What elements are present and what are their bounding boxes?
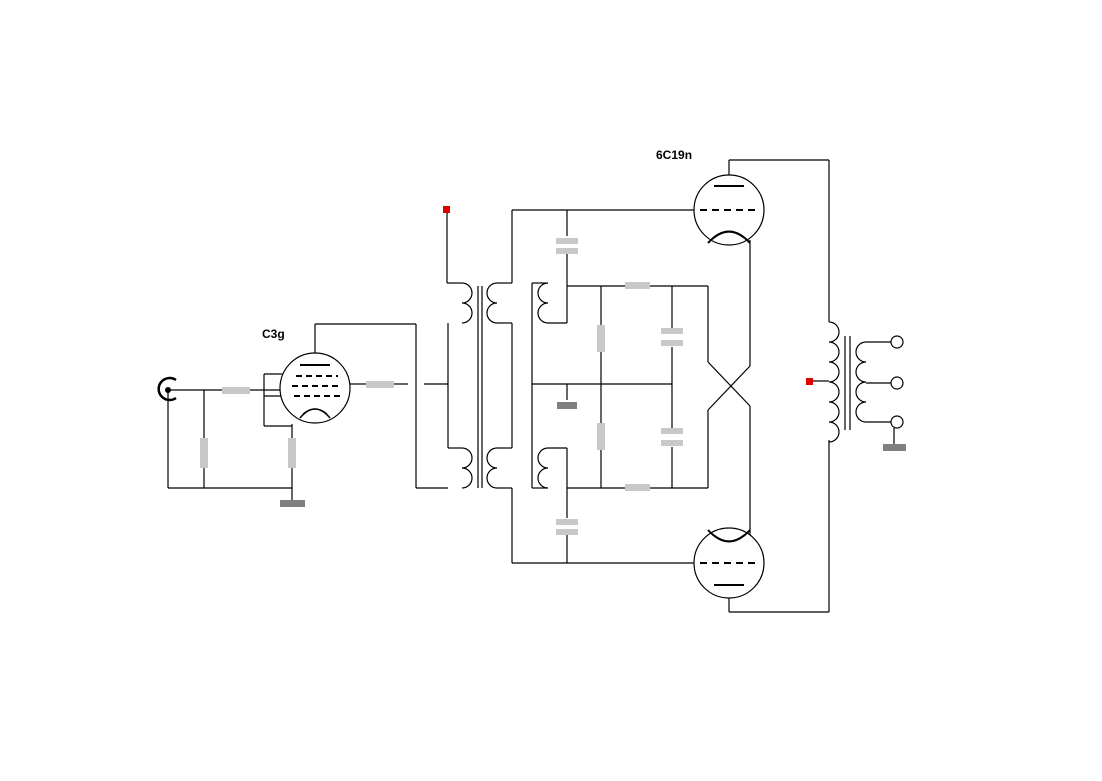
bias-capacitor-top-b — [661, 340, 683, 346]
input-wiring — [167, 373, 293, 500]
output-tube-label: 6C19n — [656, 148, 692, 162]
cathode-resistor — [288, 438, 296, 468]
output-triode-bottom — [693, 527, 765, 599]
output-terminal-1 — [890, 335, 904, 349]
input-series-resistor — [222, 387, 250, 394]
interstage-transformer — [447, 282, 549, 489]
supply-point-output — [806, 378, 813, 385]
ground-symbol-driver — [557, 402, 577, 409]
bias-capacitor-bottom-b — [661, 440, 683, 446]
output-transformer — [828, 321, 892, 443]
ground-symbol-output — [883, 444, 906, 451]
bias-resistor-bottom-horizontal — [625, 484, 650, 491]
supply-point-driver — [443, 206, 450, 213]
bias-resistor-bottom-vertical — [597, 423, 605, 450]
coupling-capacitor-top-b — [556, 248, 578, 254]
input-jack — [157, 376, 177, 402]
bias-resistor-top-vertical — [597, 325, 605, 352]
coupling-capacitor-bottom-b — [556, 529, 578, 535]
ground-symbol-input — [280, 500, 305, 507]
bias-capacitor-top-a — [661, 328, 683, 334]
output-terminal-2 — [890, 376, 904, 390]
screen-resistor — [366, 381, 394, 388]
coupling-capacitor-bottom-a — [556, 519, 578, 525]
driver-wiring — [497, 209, 751, 564]
output-terminal-3 — [890, 415, 904, 429]
coupling-capacitor-top-a — [556, 238, 578, 244]
grid-leak-resistor — [200, 438, 208, 468]
bias-capacitor-bottom-a — [661, 428, 683, 434]
bias-resistor-top-horizontal — [625, 282, 650, 289]
input-tube-label: C3g — [262, 327, 285, 341]
input-pentode-tube — [279, 352, 351, 424]
output-triode-top — [693, 174, 765, 246]
